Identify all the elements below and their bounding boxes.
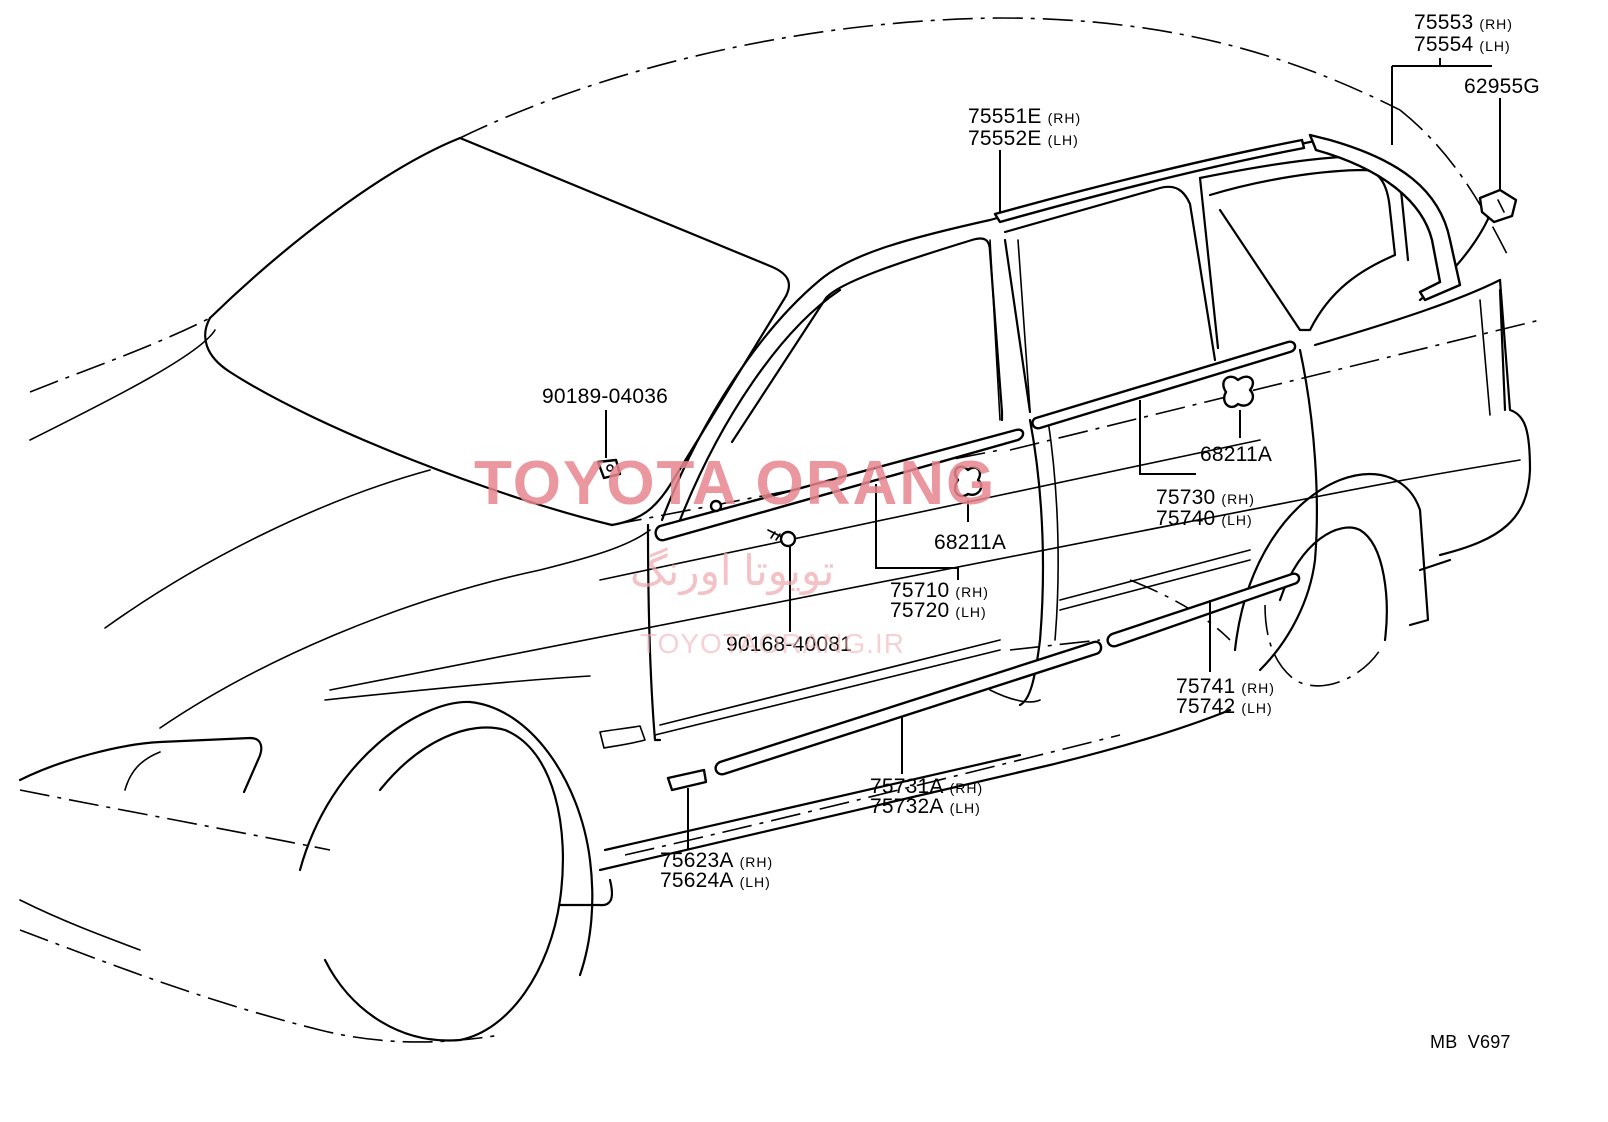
side-indicator: (RH) xyxy=(739,854,774,870)
part-number: 75742 xyxy=(1176,695,1236,718)
front-wheel xyxy=(19,700,614,1043)
side-indicator: (LH) xyxy=(1221,512,1253,528)
part-label-68211A-front: 68211A xyxy=(934,532,1006,553)
watermark-title: TOYOTA ORANG xyxy=(474,449,997,518)
part-label-75552E: 75552E (LH) xyxy=(968,128,1079,151)
rear-quarter xyxy=(1233,198,1532,687)
leader-lines xyxy=(605,58,1501,850)
back-door-side-molding-part xyxy=(1308,133,1462,302)
clip-68211A-rear xyxy=(1222,375,1255,409)
front-door-lower-molding-part xyxy=(714,640,1103,776)
roof-drip-molding-part xyxy=(993,138,1306,224)
part-label-75730: 75730 (RH) xyxy=(1156,487,1255,510)
part-number: 75730 xyxy=(1156,486,1216,509)
part-label-75553: 75553 (RH) xyxy=(1414,12,1513,35)
side-indicator: (LH) xyxy=(1479,38,1511,54)
part-label-75740: 75740 (LH) xyxy=(1156,508,1253,531)
part-label-90189-04036: 90189-04036 xyxy=(542,386,668,407)
side-indicator: (LH) xyxy=(1241,700,1273,716)
clip-90189 xyxy=(596,458,622,480)
lower-body xyxy=(598,579,1232,872)
part-number: 75624A xyxy=(660,869,734,892)
side-indicator: (RH) xyxy=(1479,16,1513,32)
part-label-75623A: 75623A (RH) xyxy=(660,850,773,873)
part-number: 75741 xyxy=(1176,675,1236,698)
side-indicator: (LH) xyxy=(955,604,987,620)
part-number: 75731A xyxy=(870,775,944,798)
front-door-belt-molding-part xyxy=(654,428,1025,542)
part-number: 75553 xyxy=(1414,11,1474,34)
part-label-75710: 75710 (RH) xyxy=(890,580,989,603)
part-label-75551E: 75551E (RH) xyxy=(968,106,1081,129)
part-label-75554: 75554 (LH) xyxy=(1414,34,1511,57)
fender-molding-part xyxy=(666,768,708,792)
hood-and-front xyxy=(18,329,651,951)
side-indicator: (LH) xyxy=(949,800,981,816)
part-number: 75710 xyxy=(890,579,950,602)
part-number: 75720 xyxy=(890,599,950,622)
part-label-75731A: 75731A (RH) xyxy=(870,776,983,799)
watermark-persian: تویوتا اورنگ xyxy=(630,547,835,594)
part-label-68211A-rear: 68211A xyxy=(1200,444,1272,465)
part-number: 75740 xyxy=(1156,507,1216,530)
clip-68211A-front xyxy=(953,465,983,498)
rear-door-belt-molding-part xyxy=(1031,340,1297,430)
part-label-75732A: 75732A (LH) xyxy=(870,796,981,819)
part-number: 75554 xyxy=(1414,33,1474,56)
clip-62955G xyxy=(1478,188,1518,224)
side-indicator: (RH) xyxy=(1241,680,1275,696)
part-number: 68211A xyxy=(934,531,1007,554)
part-number: 90168-40081 xyxy=(726,633,852,656)
part-label-62955G: 62955G xyxy=(1464,76,1540,97)
part-number: 90189-04036 xyxy=(542,385,668,408)
roof-outline xyxy=(29,17,1511,527)
side-indicator: (RH) xyxy=(1047,110,1082,126)
part-label-75741: 75741 (RH) xyxy=(1176,676,1275,699)
side-indicator: (RH) xyxy=(949,780,984,796)
part-number: 75552E xyxy=(968,127,1042,150)
part-label-75720: 75720 (LH) xyxy=(890,600,987,623)
rear-door-lower-molding-part xyxy=(1106,572,1301,648)
side-indicator: (LH) xyxy=(1047,132,1079,148)
part-label-90168-40081: 90168-40081 xyxy=(726,634,852,655)
side-indicator: (RH) xyxy=(955,584,989,600)
part-number: 75551E xyxy=(968,105,1042,128)
screw-90168 xyxy=(767,529,797,548)
part-number: 62955G xyxy=(1464,75,1540,98)
diagram-code: MB V697 xyxy=(1430,1032,1511,1052)
part-number: 75732A xyxy=(870,795,944,818)
part-label-75742: 75742 (LH) xyxy=(1176,696,1273,719)
part-number: 68211A xyxy=(1200,443,1273,466)
part-label-75624A: 75624A (LH) xyxy=(660,870,771,893)
watermark-url: TOYOTAORANG.IR xyxy=(640,628,905,659)
part-number: 75623A xyxy=(660,849,734,872)
side-indicator: (LH) xyxy=(739,874,771,890)
side-indicator: (RH) xyxy=(1221,491,1255,507)
molding-clip-front xyxy=(709,499,723,513)
